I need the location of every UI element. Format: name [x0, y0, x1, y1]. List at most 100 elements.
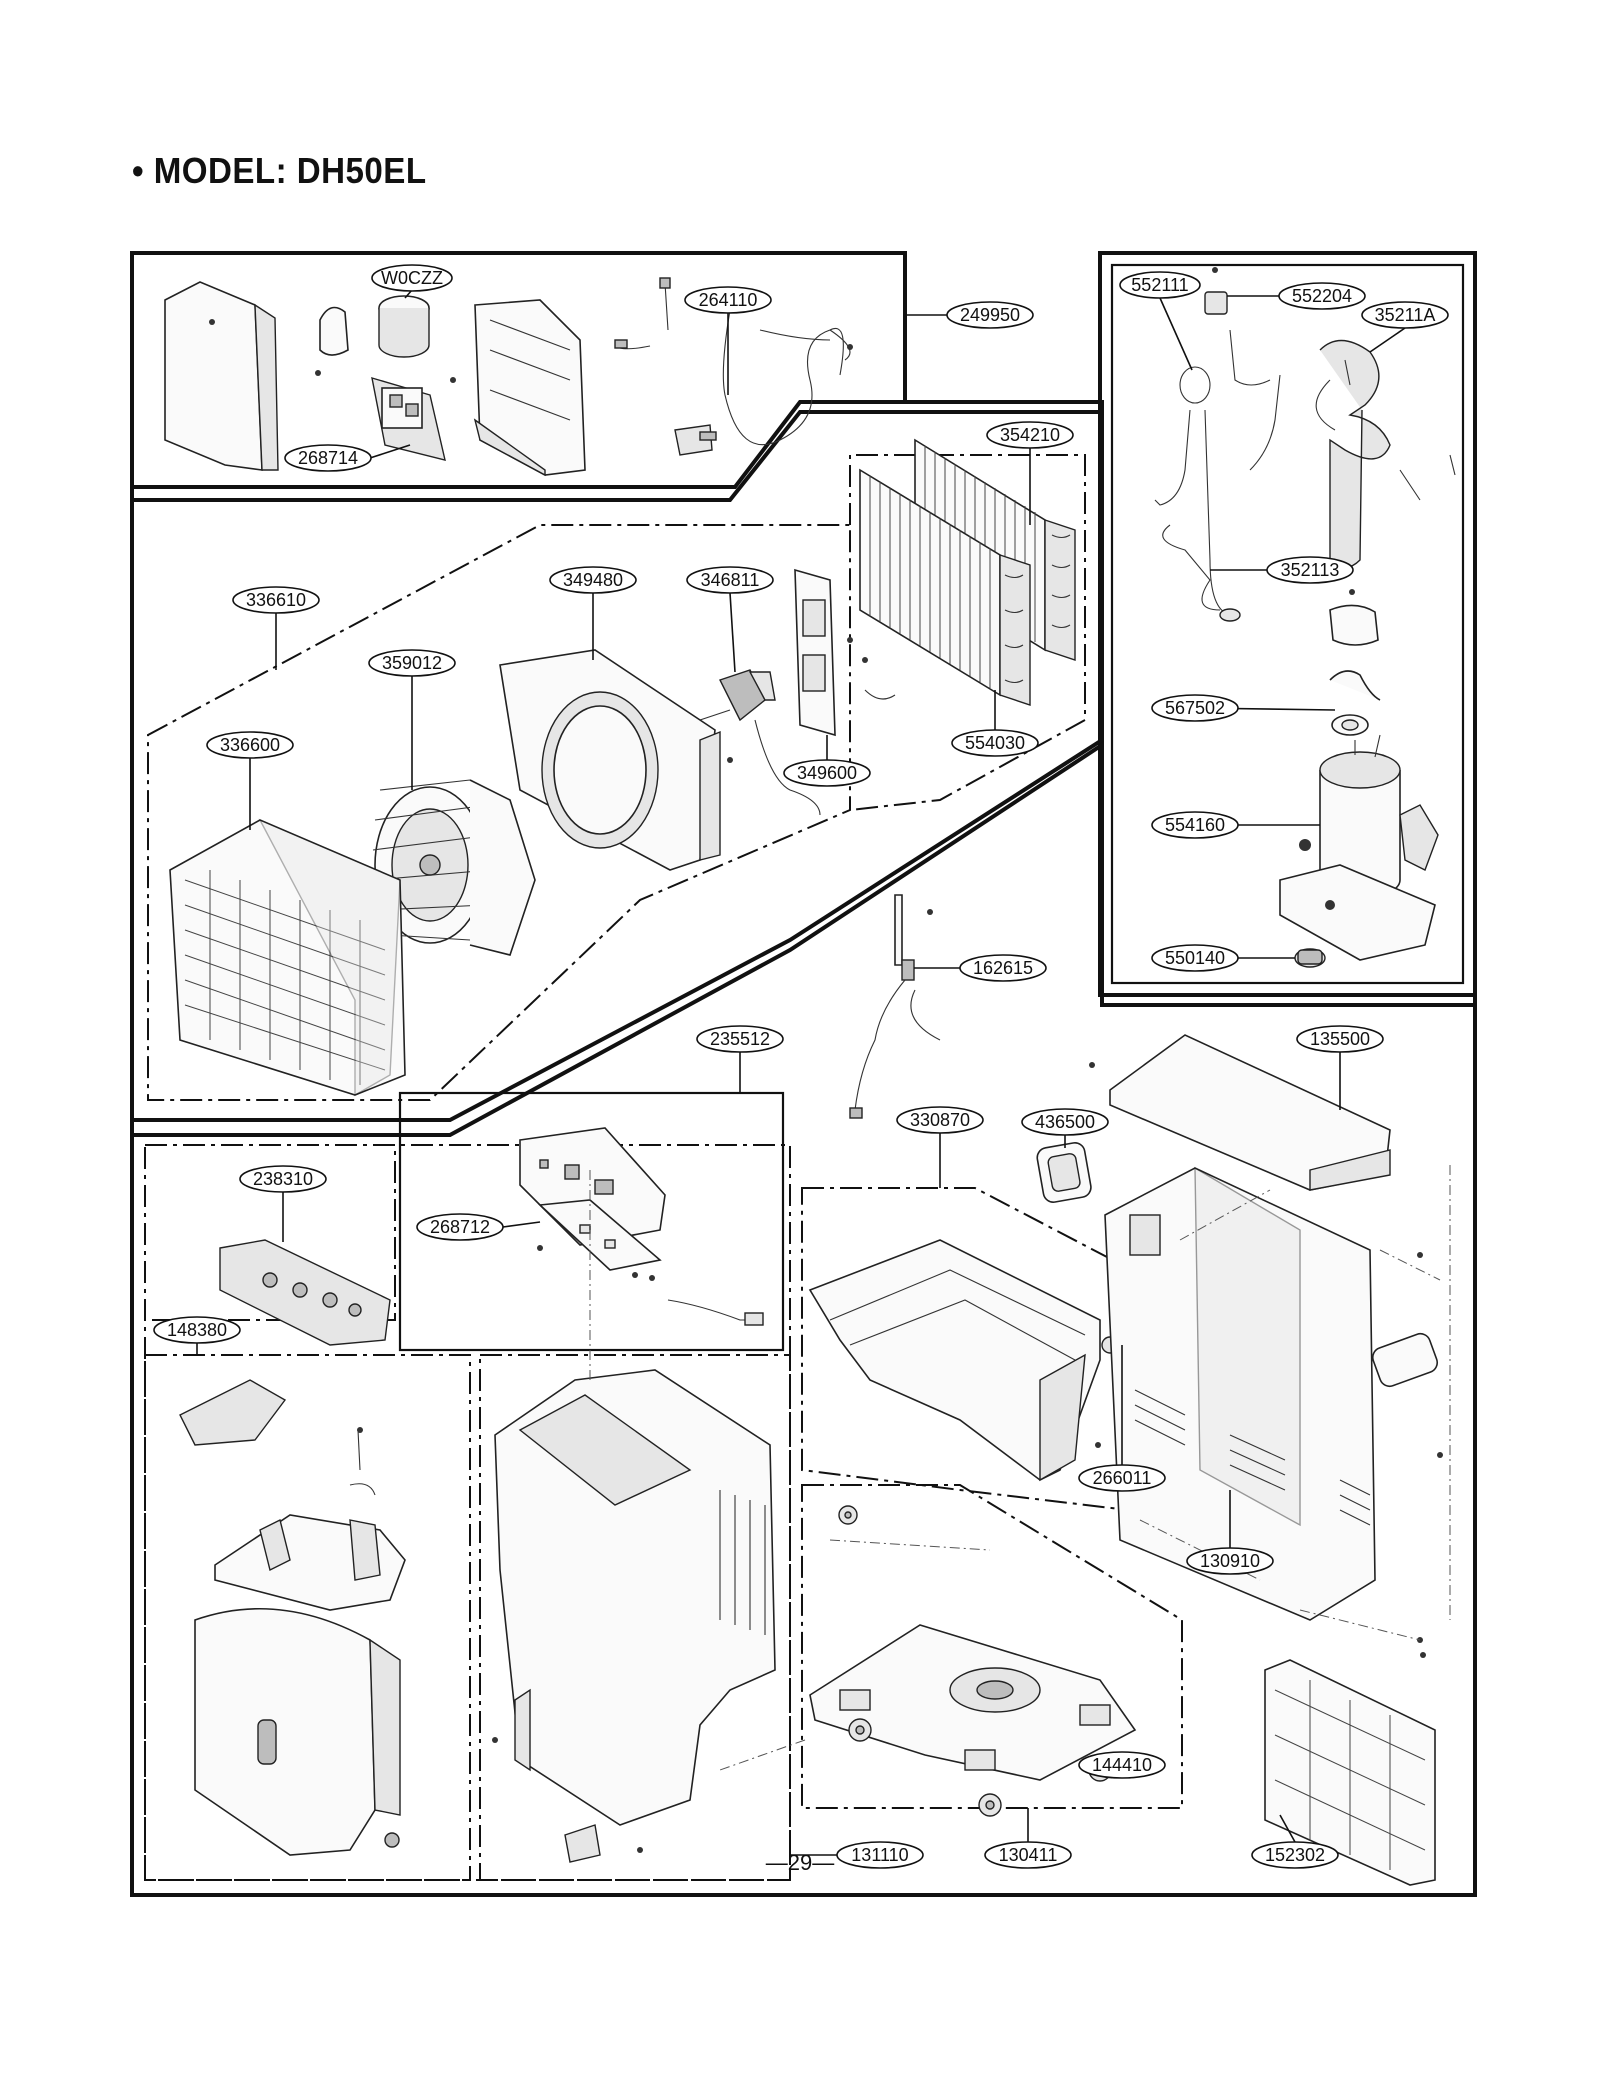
motor-bracket: [794, 568, 868, 737]
fan-shroud: [499, 649, 721, 871]
discharge-pipe: [1154, 329, 1281, 622]
control-pcb: [537, 1199, 764, 1326]
svg-text:130910: 130910: [1200, 1551, 1260, 1571]
callout-W0CZZ: W0CZZ: [371, 264, 453, 299]
electric-box-cover: [164, 281, 279, 471]
handle: [1036, 1142, 1092, 1203]
svg-text:238310: 238310: [253, 1169, 313, 1189]
compressor: [1279, 734, 1439, 961]
page-title: • MODEL: DH50EL: [132, 150, 427, 191]
control-board-bracket: [371, 377, 456, 461]
svg-text:552204: 552204: [1292, 286, 1352, 306]
water-bucket: [194, 1607, 401, 1856]
svg-text:131110: 131110: [851, 1845, 908, 1865]
callout-130411: 130411: [984, 1808, 1072, 1869]
svg-text:35211A: 35211A: [1375, 305, 1436, 325]
callout-268714: 268714: [284, 444, 411, 472]
svg-text:130411: 130411: [999, 1845, 1058, 1865]
svg-text:567502: 567502: [1165, 698, 1225, 718]
callout-359012: 359012: [368, 649, 456, 790]
air-guide-frame: [169, 818, 406, 1097]
svg-text:148380: 148380: [167, 1320, 227, 1340]
svg-text:W0CZZ: W0CZZ: [381, 268, 443, 288]
float-switch: [849, 894, 941, 1119]
callout-346811: 346811: [686, 566, 774, 673]
callout-148380: 148380: [153, 1316, 241, 1355]
svg-text:268714: 268714: [298, 448, 358, 468]
inner-frame-control-panel: [145, 1144, 396, 1321]
svg-text:144410: 144410: [1092, 1755, 1152, 1775]
callout-152302: 152302: [1251, 1814, 1339, 1869]
power-cord: [674, 309, 853, 456]
callout-554160: 554160: [1151, 811, 1320, 839]
frame-refrigeration-section: [1098, 251, 1477, 997]
callout-235512: 235512: [696, 1025, 784, 1093]
callout-144410: 144410: [1078, 1751, 1166, 1779]
svg-text:336610: 336610: [246, 590, 306, 610]
inner-frame-front-cabinet: [479, 1354, 791, 1881]
svg-text:336600: 336600: [220, 735, 280, 755]
inner-frame-fan: [147, 524, 851, 1101]
callout-436500: 436500: [1021, 1108, 1109, 1148]
drain-cover: [564, 1824, 643, 1863]
bucket-lid: [214, 1514, 406, 1611]
callout-131110: 131110: [790, 1841, 924, 1869]
svg-text:266011: 266011: [1093, 1468, 1152, 1488]
frame-cabinet-section: [132, 741, 1475, 1137]
callout-249950: 249950: [905, 301, 1034, 329]
callout-268712: 268712: [416, 1213, 541, 1241]
svg-text:249950: 249950: [960, 305, 1020, 325]
svg-text:346811: 346811: [701, 570, 760, 590]
callout-162615: 162615: [914, 954, 1047, 982]
callout-35211A: 35211A: [1361, 301, 1449, 353]
inner-frame-water-bucket: [144, 1354, 471, 1881]
svg-text:349480: 349480: [563, 570, 623, 590]
suction-pipe: [1315, 339, 1456, 569]
callout-349480: 349480: [549, 566, 637, 660]
inner-frame-pcb: [398, 1091, 785, 1352]
svg-text:552111: 552111: [1131, 275, 1188, 295]
blower-fan: [372, 779, 536, 956]
compressor-grommet: [1294, 948, 1326, 968]
svg-text:268712: 268712: [430, 1217, 490, 1237]
svg-text:152302: 152302: [1265, 1845, 1325, 1865]
callout-238310: 238310: [239, 1165, 327, 1242]
svg-text:554160: 554160: [1165, 815, 1225, 835]
svg-text:235512: 235512: [710, 1029, 770, 1049]
thermistor-wire: [614, 277, 671, 350]
fan-motor: [699, 669, 896, 816]
rear-handle: [1371, 1332, 1439, 1388]
frame-refrigeration-inner: [1110, 263, 1465, 985]
inner-frame-base: [801, 1484, 1183, 1809]
callout-552204: 552204: [1227, 282, 1366, 310]
base-pan: [809, 1624, 1137, 1781]
callout-130910: 130910: [1186, 1490, 1274, 1575]
rear-cabinet: [1104, 1166, 1443, 1621]
svg-text:554030: 554030: [965, 733, 1025, 753]
svg-text:162615: 162615: [973, 958, 1033, 978]
terminal-cover: [1329, 589, 1379, 646]
callout-336610: 336610: [232, 586, 320, 670]
capacitor: [315, 295, 430, 376]
drain-pan: [808, 1239, 1101, 1482]
reversing-valve: [1204, 267, 1228, 315]
callout-567502: 567502: [1151, 694, 1336, 722]
svg-text:349600: 349600: [797, 763, 857, 783]
callout-264110: 264110: [684, 286, 772, 395]
frame-electrical-section: [132, 251, 907, 489]
svg-text:550140: 550140: [1165, 948, 1225, 968]
svg-text:330870: 330870: [910, 1110, 970, 1130]
evaporator-coil: [859, 468, 1031, 706]
callout-266011: 266011: [1078, 1345, 1166, 1492]
svg-text:264110: 264110: [699, 290, 758, 310]
callout-550140: 550140: [1151, 944, 1295, 972]
callout-552111: 552111: [1119, 271, 1201, 371]
top-cover: [1089, 1034, 1391, 1191]
callout-352113: 352113: [1210, 556, 1354, 584]
svg-text:354210: 354210: [1000, 425, 1060, 445]
svg-text:436500: 436500: [1035, 1112, 1095, 1132]
electric-box-frame: [473, 299, 586, 477]
svg-text:135500: 135500: [1310, 1029, 1370, 1049]
front-cabinet: [492, 1369, 776, 1826]
